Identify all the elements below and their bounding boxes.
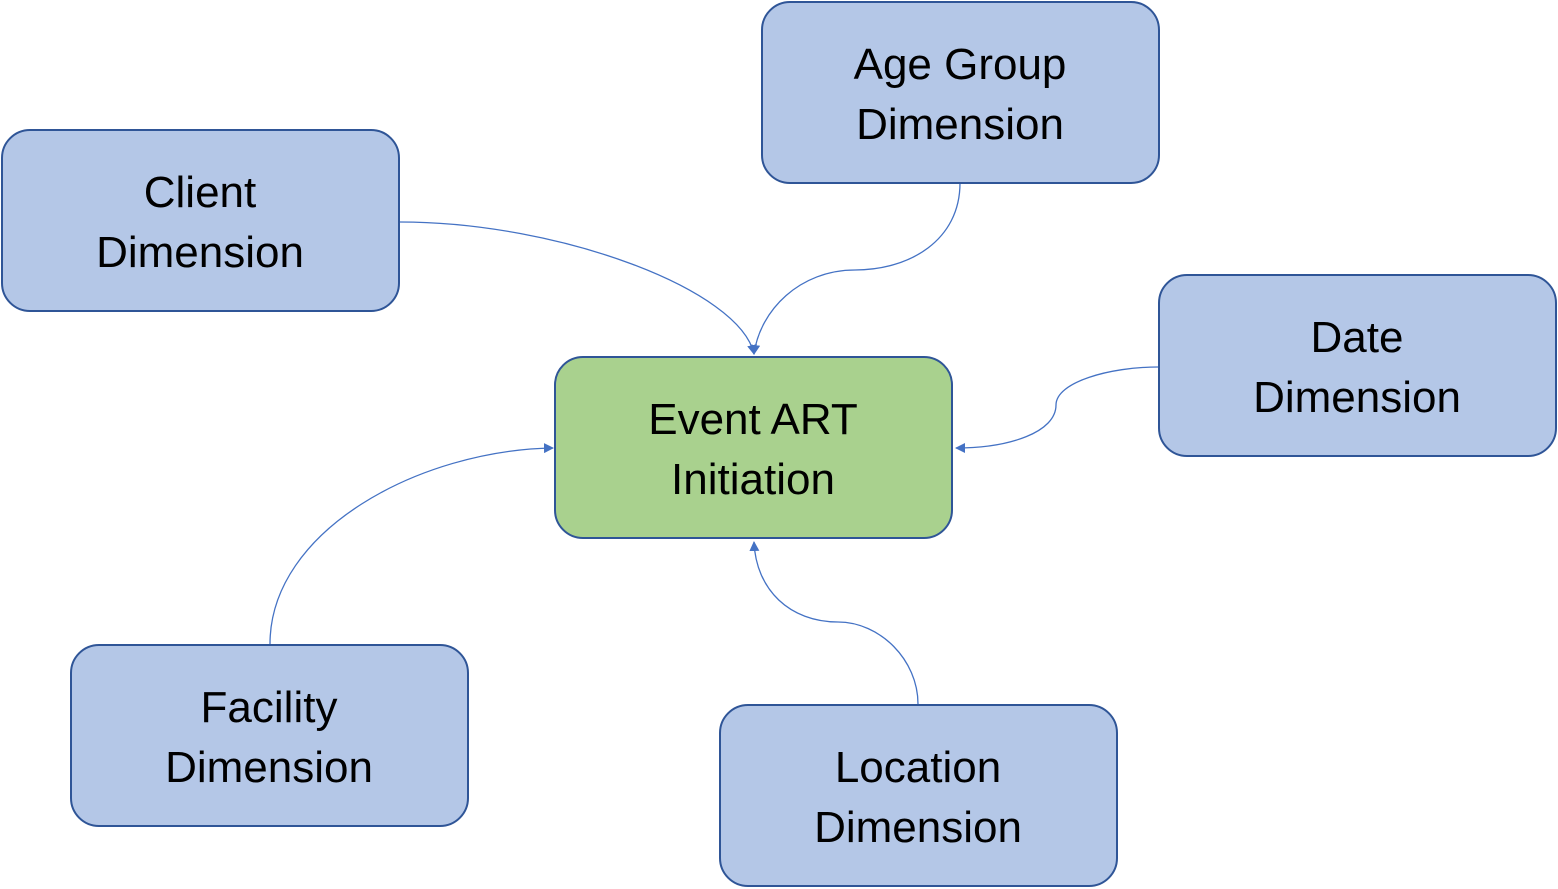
client-dimension-node[interactable]: Client Dimension	[1, 129, 400, 312]
location-dimension-label-line2: Dimension	[814, 803, 1022, 852]
client-dimension-label-line1: Client	[144, 168, 257, 217]
edge-facility-to-fact	[269, 443, 554, 645]
location-dimension-label-line1: Location	[835, 743, 1001, 792]
event-art-initiation-label-line2: Initiation	[671, 455, 835, 504]
edge-date-to-fact	[955, 366, 1159, 453]
edge-location-to-fact	[749, 541, 919, 705]
age-group-dimension-label-line2: Dimension	[856, 100, 1064, 149]
event-art-initiation-label-line1: Event ART	[648, 395, 858, 444]
facility-dimension-node[interactable]: Facility Dimension	[70, 644, 469, 827]
date-dimension-label-line2: Dimension	[1253, 373, 1461, 422]
date-dimension-label-line1: Date	[1311, 313, 1404, 362]
facility-dimension-label-line1: Facility	[201, 683, 338, 732]
edge-client-to-fact	[399, 221, 757, 355]
client-dimension-label-line2: Dimension	[96, 228, 304, 277]
event-art-initiation-node[interactable]: Event ART Initiation	[554, 356, 953, 539]
location-dimension-node[interactable]: Location Dimension	[719, 704, 1118, 887]
facility-dimension-label-line2: Dimension	[165, 743, 373, 792]
age-group-dimension-node[interactable]: Age Group Dimension	[761, 1, 1160, 184]
age-group-dimension-label-line1: Age Group	[854, 40, 1067, 89]
edge-age-group-to-fact	[750, 182, 961, 355]
date-dimension-node[interactable]: Date Dimension	[1158, 274, 1557, 457]
